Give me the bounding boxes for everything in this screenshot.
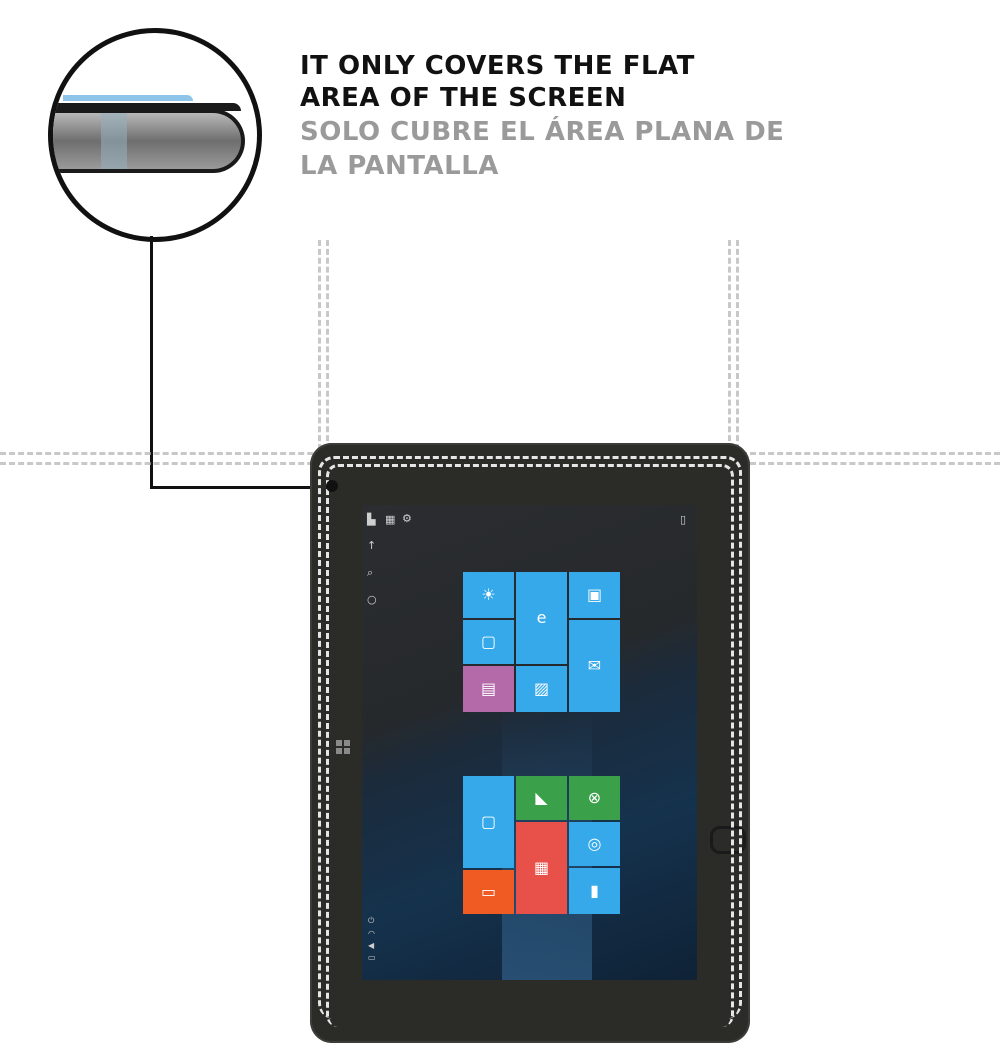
screen-glass-layer	[53, 103, 241, 111]
battery-icon[interactable]: ▭	[368, 953, 376, 962]
tile-weather[interactable]: ☀	[463, 572, 514, 618]
wifi-icon[interactable]: ◠	[368, 929, 375, 938]
protector-outline-inner	[326, 464, 734, 1027]
tile-office[interactable]: ▭	[463, 870, 514, 914]
news-icon: ▦	[533, 858, 550, 877]
cortana-icon[interactable]: ○	[367, 593, 377, 606]
tile-xbox[interactable]: ⊗	[569, 776, 620, 820]
xbox-icon: ⊗	[587, 788, 602, 807]
guide-dash-vertical	[326, 240, 329, 450]
map-icon: ◣	[535, 788, 548, 807]
grid-icon[interactable]: ▦	[385, 513, 396, 526]
document-icon[interactable]: ▙	[367, 513, 376, 526]
caption-spanish-line-1: SOLO CUBRE EL ÁREA PLANA DE	[300, 117, 785, 147]
guide-dash-vertical	[728, 240, 731, 450]
tile-onenote[interactable]: ▤	[463, 666, 514, 712]
screen-protector-film	[63, 95, 193, 101]
calendar-icon: ▣	[586, 585, 603, 604]
leader-line-vertical	[150, 236, 153, 489]
film-icon: ▮	[590, 881, 599, 900]
tile-mail[interactable]: ✉	[569, 620, 620, 712]
device-edge-profile	[53, 109, 245, 173]
tile-groove[interactable]: ◎	[569, 822, 620, 866]
mail-icon: ✉	[587, 656, 602, 675]
caption-english-line-2: AREA OF THE SCREEN	[300, 83, 627, 113]
edge-icon: e	[536, 608, 547, 627]
guide-dash-vertical	[736, 240, 739, 450]
tile-phone[interactable]: ▢	[463, 620, 514, 664]
windows-logo-icon	[336, 740, 350, 754]
leader-line-horizontal	[150, 486, 334, 489]
leader-point-dot	[326, 480, 338, 492]
tile-calendar[interactable]: ▣	[569, 572, 620, 618]
volume-icon[interactable]: ◀	[368, 941, 375, 950]
edge-zoom-magnifier	[48, 28, 262, 242]
power-icon[interactable]: ⏻	[368, 916, 375, 925]
edge-highlight-band	[101, 113, 127, 169]
tile-movies[interactable]: ▮	[569, 868, 620, 914]
protector-outline	[318, 456, 742, 1019]
office-icon: ▭	[480, 882, 497, 901]
sun-icon: ☀	[481, 585, 496, 604]
tile-store[interactable]: ▢	[463, 776, 514, 868]
note-icon: ▤	[480, 679, 497, 698]
tile-news[interactable]: ▦	[516, 822, 567, 914]
tile-edge[interactable]: e	[516, 572, 567, 664]
phone-icon: ▢	[480, 632, 497, 651]
tile-photos[interactable]: ▨	[516, 666, 567, 712]
photo-icon: ▨	[533, 679, 550, 698]
guide-dash-vertical	[318, 240, 321, 450]
settings-icon[interactable]: ⚙	[402, 512, 412, 525]
music-icon: ◎	[587, 834, 602, 853]
caption-spanish-line-2: LA PANTALLA	[300, 151, 499, 181]
menu-icon[interactable]: ▯	[680, 513, 687, 526]
search-icon[interactable]: ⌕	[367, 566, 374, 579]
caption: IT ONLY COVERS THE FLAT AREA OF THE SCRE…	[300, 50, 820, 182]
bag-icon: ▢	[480, 812, 497, 831]
caption-english-line-1: IT ONLY COVERS THE FLAT	[300, 51, 695, 81]
tile-maps[interactable]: ◣	[516, 776, 567, 820]
back-arrow-icon[interactable]: ↑	[367, 539, 377, 552]
